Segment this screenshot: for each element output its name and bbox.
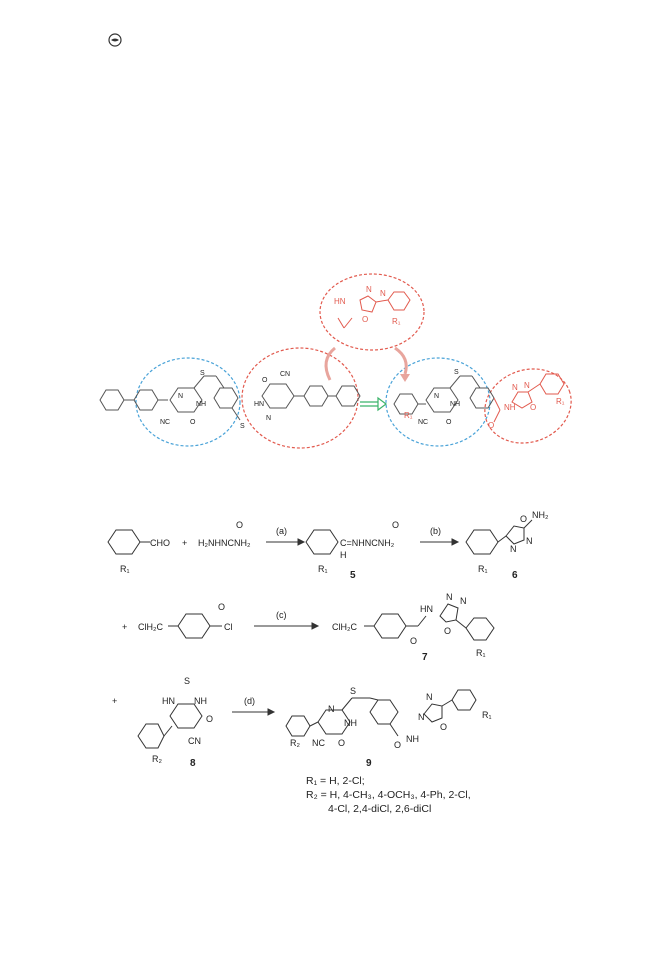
step3-p-nh: NH xyxy=(344,718,357,728)
step3-p-r1: R₁ xyxy=(482,710,492,720)
note-r2-line2: 4-Cl, 2,4-diCl, 2,6-diCl xyxy=(328,803,431,815)
step1-nh2: NH₂ xyxy=(532,510,549,520)
frag-r2: R₁ xyxy=(556,397,565,406)
note-r1: R₁ = H, 2-Cl; xyxy=(306,775,365,787)
label-nh-right: NH xyxy=(450,401,460,408)
step3-p-n2: N xyxy=(418,712,425,722)
label-n-right: N xyxy=(434,393,439,400)
frag-n4: N xyxy=(524,381,530,390)
blue-ellipse-right xyxy=(385,357,491,447)
red-ellipse-top xyxy=(319,273,425,351)
step1-oxadiazole-n2: N xyxy=(510,544,517,554)
note-r2-line1: R₂ = H, 4-CH₃, 4-OCH₃, 4-Ph, 2-Cl, xyxy=(306,789,471,801)
header-logo xyxy=(108,33,122,52)
step3-p-o: O xyxy=(338,738,345,748)
label-o-right: O xyxy=(446,419,452,426)
label-n-mid: N xyxy=(266,415,271,422)
frag-n2: N xyxy=(380,289,386,298)
step3-o: O xyxy=(206,714,213,724)
step2-product-o: O xyxy=(410,636,417,646)
label-s-left: S xyxy=(200,370,205,377)
label-nh-left: NH xyxy=(196,401,206,408)
step2-product-n1: N xyxy=(446,592,453,602)
step1-product5-o: O xyxy=(392,520,399,530)
label-s-right: S xyxy=(454,369,459,376)
step3-p-o2: O xyxy=(440,722,447,732)
step2-product-n2: N xyxy=(460,596,467,606)
step3-nh: NH xyxy=(194,696,207,706)
step2-product-ch2cl: ClH₂C xyxy=(332,622,357,632)
compound-6: 6 xyxy=(512,570,518,581)
step3-s: S xyxy=(184,676,190,686)
step3-p-r2: R₂ xyxy=(290,738,300,748)
step1-semicarbazide-o: O xyxy=(236,520,243,530)
step3-plus: + xyxy=(112,696,117,706)
step3-r2: R₂ xyxy=(152,754,162,764)
step3-condition-d: (d) xyxy=(244,696,255,706)
circle-logo-icon xyxy=(108,33,122,47)
step1-r1-b: R₁ xyxy=(318,564,328,574)
step1-cho: CHO xyxy=(150,538,170,548)
frag-n1: N xyxy=(366,285,372,294)
frag-o: O xyxy=(362,315,368,324)
label-o-mid: O xyxy=(262,377,268,384)
label-hn-mid: HN xyxy=(254,401,264,408)
frag-o2: O xyxy=(488,421,494,430)
frag-nh: NH xyxy=(504,403,516,412)
step3-p-n: N xyxy=(328,704,335,714)
step3-hn: HN xyxy=(162,696,175,706)
red-ellipse-middle xyxy=(241,347,359,449)
blue-ellipse-left xyxy=(135,357,241,447)
compound-8: 8 xyxy=(190,758,196,769)
step1-condition-a: (a) xyxy=(276,526,287,536)
step1-condition-b: (b) xyxy=(430,526,441,536)
label-n-left: N xyxy=(178,393,183,400)
label-cn-mid: CN xyxy=(280,371,290,378)
step2-plus: + xyxy=(122,622,127,632)
label-cn-right: NC xyxy=(418,419,428,426)
step3-cn: CN xyxy=(188,736,201,746)
step1-r1-c: R₁ xyxy=(478,564,488,574)
step3-p-s: S xyxy=(350,686,356,696)
design-scheme-figure: S N NH O NC S HN N O CN HN N N O R₁ S N … xyxy=(99,273,572,449)
step1-product5-h: H xyxy=(340,550,347,560)
step3-p-n1: N xyxy=(426,692,433,702)
label-o-left: O xyxy=(190,419,196,426)
step1-plus: + xyxy=(182,538,187,548)
step3-p-amide-nh: NH xyxy=(406,734,419,744)
green-arrow xyxy=(360,396,387,412)
frag-hn: HN xyxy=(334,297,346,306)
step3-p-amide-o: O xyxy=(394,740,401,750)
frag-n3: N xyxy=(512,383,518,392)
red-ellipse-right xyxy=(484,368,572,444)
step1-semicarbazide: H₂NHNCNH₂ xyxy=(198,538,251,548)
step2-product-hn: HN xyxy=(420,604,433,614)
step2-reagent: ClH₂C xyxy=(138,622,163,632)
frag-r: R₁ xyxy=(392,317,401,326)
step1-r1-a: R₁ xyxy=(120,564,130,574)
compound-7: 7 xyxy=(422,652,428,663)
synthesis-scheme: CHO R₁ + H₂NHNCNH₂ O (a) C=NHNCNH₂ O H R… xyxy=(107,510,549,815)
label-cn-left: NC xyxy=(160,419,170,426)
step2-condition-c: (c) xyxy=(276,610,287,620)
label-s-bottom: S xyxy=(240,423,245,430)
compound-9: 9 xyxy=(366,758,372,769)
step2-acyl-o: O xyxy=(218,602,225,612)
step1-oxadiazole-o: O xyxy=(520,514,527,524)
step2-acyl-cl: Cl xyxy=(224,622,233,632)
step1-product5-chain: C=NHNCNH₂ xyxy=(340,538,395,548)
compound-5: 5 xyxy=(350,570,356,581)
label-r-right: R₁ xyxy=(404,411,413,420)
step3-p-nc: NC xyxy=(312,738,325,748)
step1-oxadiazole-n1: N xyxy=(526,536,533,546)
step2-r1: R₁ xyxy=(476,648,486,658)
step2-product-o2: O xyxy=(444,626,451,636)
frag-o3: O xyxy=(530,403,536,412)
